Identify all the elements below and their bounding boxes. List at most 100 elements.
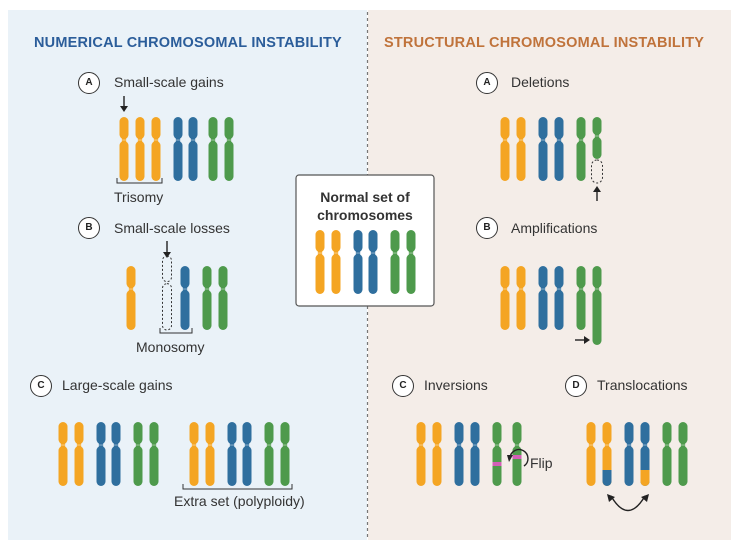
centromere <box>175 138 181 143</box>
chromosome-arm <box>678 446 688 486</box>
centromere <box>664 443 670 448</box>
centromere <box>137 138 143 143</box>
chromosome-arm <box>264 446 274 486</box>
chromosome-green <box>406 230 416 294</box>
centromere <box>434 443 440 448</box>
chromosome-green <box>218 266 228 330</box>
chromosome-arm <box>500 290 510 330</box>
chromosome-arm <box>135 141 145 181</box>
chromosome-arm <box>500 117 510 140</box>
chromosome-orange <box>151 117 161 181</box>
chromosome-arm <box>58 422 68 445</box>
chromosome-blue <box>454 422 464 486</box>
chromosome-green <box>492 422 502 486</box>
chromosome-orange <box>516 266 526 330</box>
centromere <box>113 443 119 448</box>
centromere <box>128 287 134 292</box>
left-heading: NUMERICAL CHROMOSOMAL INSTABILITY <box>34 35 342 51</box>
chromosome-arm <box>331 230 341 253</box>
chromosome-arm <box>242 422 252 445</box>
chromosome-green <box>576 117 586 181</box>
centromere <box>540 138 546 143</box>
chromosome-orange <box>500 117 510 181</box>
section-title-small-scale-losses: Small-scale losses <box>114 220 230 236</box>
centromere <box>121 138 127 143</box>
centromere <box>594 287 600 291</box>
chromosome-arm <box>180 266 190 289</box>
badge-b-left: B <box>78 217 100 239</box>
caption-monosomy: Monosomy <box>136 339 205 355</box>
chromosome-arm <box>111 422 121 445</box>
translocated-segment <box>602 470 612 475</box>
chromosome-orange <box>432 422 442 486</box>
chromosome-blue <box>227 422 237 486</box>
centromere <box>578 138 584 143</box>
centromere <box>220 287 226 292</box>
chromosome-blue <box>368 230 378 294</box>
centromere <box>456 443 462 448</box>
chromosome-green <box>149 422 159 486</box>
centromere <box>472 443 478 448</box>
chromosome-orange <box>500 266 510 330</box>
chromosome-arm <box>516 117 526 140</box>
chromosome-art <box>58 96 688 512</box>
chromosome-arm <box>173 141 183 181</box>
chromosome-blue <box>111 422 121 486</box>
centromere <box>556 138 562 143</box>
centromere <box>518 287 524 292</box>
badge-a-right: A <box>476 72 498 94</box>
chromosome-arm <box>432 422 442 445</box>
centromere <box>494 443 500 448</box>
chromosome-arm <box>189 422 199 445</box>
centromere <box>578 287 584 292</box>
chromosome-green-deleted <box>592 117 602 159</box>
chromosome-blue <box>180 266 190 330</box>
chromosome-orange <box>205 422 215 486</box>
centromere <box>204 287 210 292</box>
trisomy-bracket <box>116 178 163 184</box>
chromosome-arm <box>208 141 218 181</box>
chromosome-arm <box>538 117 548 140</box>
chromosome-arm <box>624 446 634 486</box>
centromere <box>98 443 104 448</box>
caption-trisomy: Trisomy <box>114 189 164 205</box>
chromosome-blue-translocated <box>640 422 650 486</box>
chromosome-green <box>662 422 672 486</box>
chromosome-arm <box>227 446 237 486</box>
centromere <box>642 443 648 448</box>
chromosome-arm <box>58 446 68 486</box>
chromosome-orange <box>189 422 199 486</box>
centromere <box>191 443 197 448</box>
chromosome-arm <box>189 446 199 486</box>
chromosome-blue <box>538 266 548 330</box>
chromosome-blue <box>470 422 480 486</box>
chromosome-arm <box>416 422 426 445</box>
gain-arrow-head <box>120 106 128 112</box>
chromosome-arm <box>554 141 564 181</box>
chromosome-arm <box>592 137 602 159</box>
normal-set-title: Normal set of chromosomes <box>317 189 413 223</box>
chromosome-arm <box>173 117 183 140</box>
chromosome-arm <box>390 230 400 253</box>
chromosome-green <box>678 422 688 486</box>
chromosome-arm <box>592 266 602 288</box>
centromere <box>588 443 594 448</box>
chromosome-arm <box>516 141 526 181</box>
chromosome-arm <box>516 290 526 330</box>
chromosome-arm <box>576 290 586 330</box>
chromosome-arm <box>492 422 502 445</box>
chromosome-arm <box>500 266 510 289</box>
chromosome-arm <box>554 266 564 289</box>
chromosome-orange <box>586 422 596 486</box>
deleted-segment-outline <box>591 159 603 184</box>
chromosome-arm <box>432 446 442 486</box>
chromosome-arm <box>205 446 215 486</box>
loss-arrow-head <box>163 252 171 258</box>
chromosome-arm <box>119 117 129 140</box>
deletion-arrow-head <box>593 186 601 192</box>
centromere <box>502 138 508 143</box>
centromere <box>680 443 686 448</box>
chromosome-orange <box>516 117 526 181</box>
chromosome-arm <box>331 254 341 294</box>
chromosome-arm <box>149 422 159 445</box>
